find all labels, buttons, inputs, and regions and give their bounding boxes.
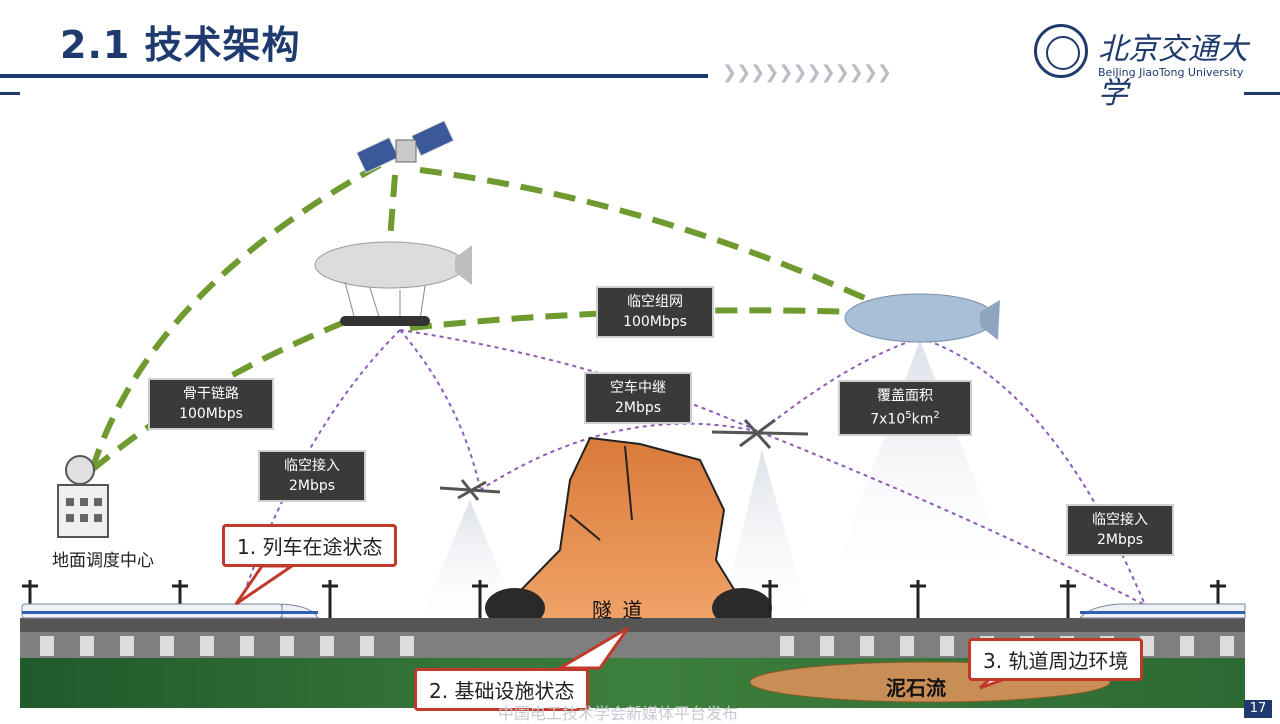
right-rule: [1244, 92, 1280, 95]
coverage-value: 7x105km2: [848, 406, 962, 430]
university-logo: 北京交通大学 BeiJing JiaoTong University: [1034, 22, 1274, 111]
drone-left-icon: [439, 479, 501, 501]
left-rule: [0, 92, 20, 95]
airship-icon: [314, 241, 472, 326]
callout-infrastructure-status: 2. 基础设施状态: [414, 668, 590, 711]
coverage-mantissa: 7x10: [870, 411, 906, 428]
coverage-beams: [420, 340, 1010, 620]
near-space-net-label: 临空组网 100Mbps: [596, 286, 714, 338]
logo-chinese: 北京交通大学: [1098, 32, 1248, 111]
coverage-unit-power: 2: [933, 410, 940, 421]
callout-train-status: 1. 列车在途状态: [222, 524, 398, 567]
backbone-label-rate: 100Mbps: [179, 406, 243, 422]
access-left-label: 临空接入 2Mbps: [258, 450, 366, 502]
ground-center-icon: [57, 455, 109, 538]
backbone-link-label: 骨干链路 100Mbps: [148, 378, 274, 430]
coverage-exponent: 5: [905, 410, 912, 421]
air-rail-relay-rate: 2Mbps: [614, 400, 662, 416]
air-rail-relay-label: 空车中继 2Mbps: [584, 372, 692, 424]
watermark: 中国电工技术学会新媒体平台发布: [498, 704, 739, 723]
train-left-icon: [21, 603, 319, 619]
title-underline: [0, 74, 708, 78]
coverage-title: 覆盖面积: [877, 388, 933, 404]
near-space-net-rate: 100Mbps: [623, 314, 687, 330]
tunnel-label: 隧 道: [592, 598, 645, 622]
logo-english: BeiJing JiaoTong University: [1098, 66, 1244, 79]
ground-center-label: 地面调度中心: [52, 551, 154, 571]
debris-flow-label: 泥石流: [886, 676, 946, 700]
access-right-title: 临空接入: [1092, 512, 1148, 528]
air-rail-relay-title: 空车中继: [610, 380, 666, 396]
seal-icon: [1034, 24, 1088, 78]
access-right-rate: 2Mbps: [1096, 532, 1144, 548]
access-left-rate: 2Mbps: [288, 478, 336, 494]
callout-track-environment: 3. 轨道周边环境: [968, 638, 1144, 681]
page-number: 17: [1244, 700, 1272, 718]
satellite-icon: [355, 119, 455, 174]
drone-right-icon: [711, 418, 809, 449]
access-left-title: 临空接入: [284, 458, 340, 474]
coverage-unit: km: [911, 411, 934, 428]
near-space-net-title: 临空组网: [627, 294, 683, 310]
train-right-icon: [1078, 603, 1246, 619]
chevron-decoration: ❯❯❯❯❯❯❯❯❯❯❯❯: [722, 62, 892, 83]
page-title: 2.1 技术架构: [60, 23, 301, 67]
backbone-label-title: 骨干链路: [183, 386, 239, 402]
airship-right-icon: [844, 293, 1000, 343]
coverage-label: 覆盖面积 7x105km2: [838, 380, 972, 436]
access-right-label: 临空接入 2Mbps: [1066, 504, 1174, 556]
